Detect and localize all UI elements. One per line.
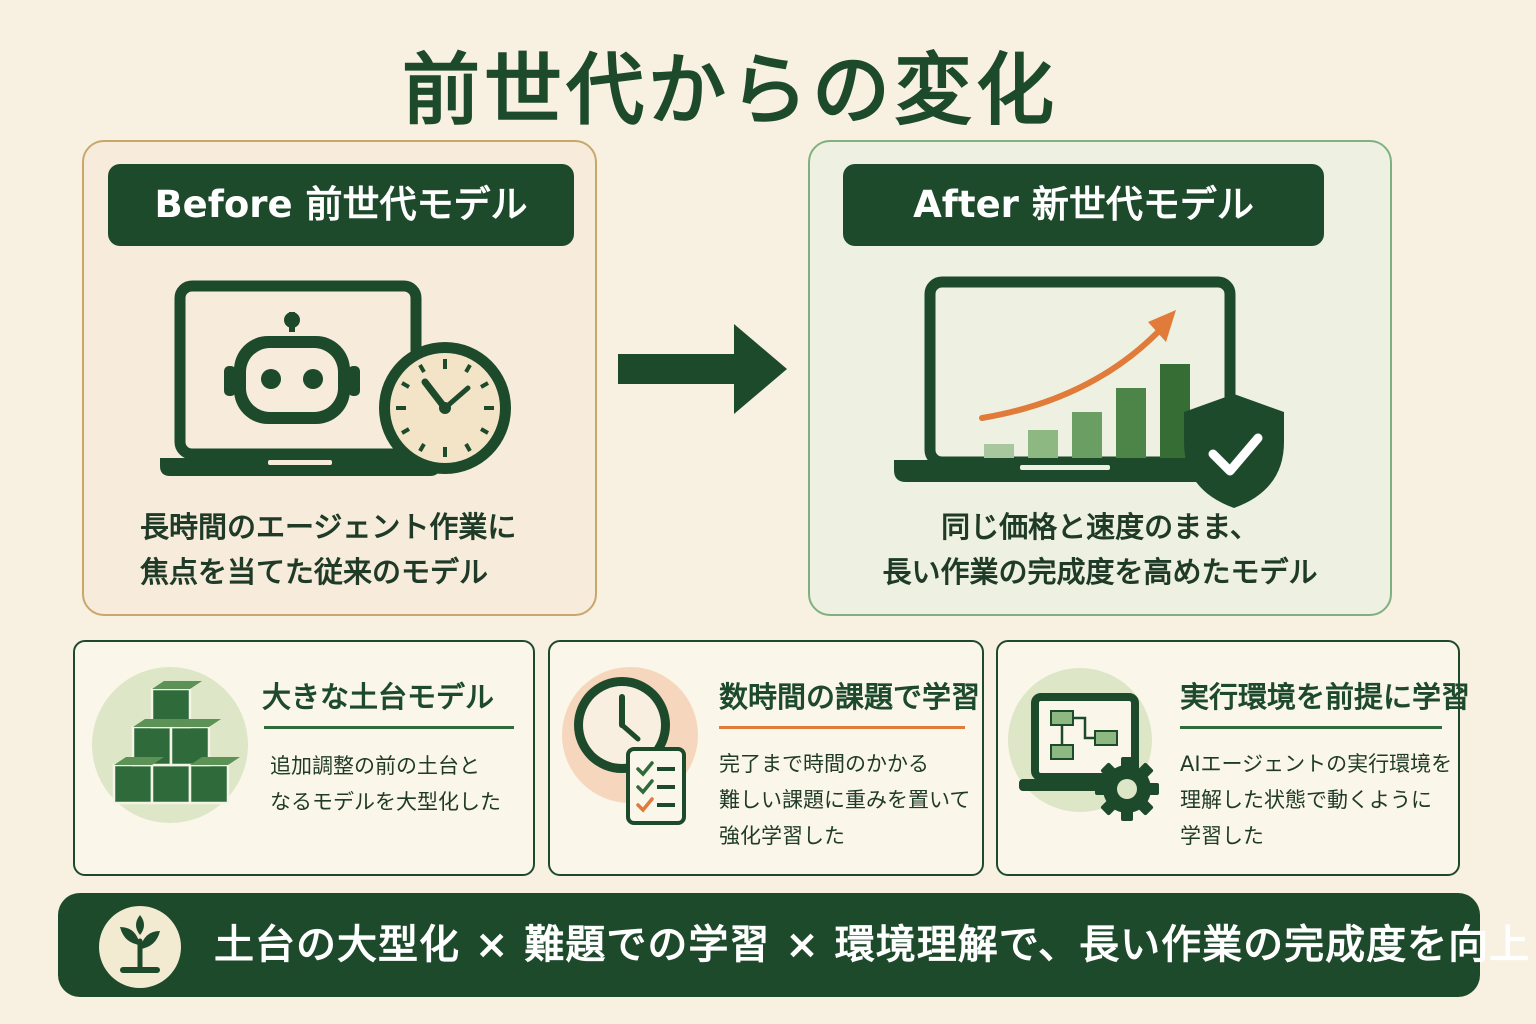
before-description-line2: 焦点を当てた従来のモデル	[140, 555, 489, 589]
card-title-base-model: 大きな土台モデル	[262, 680, 495, 714]
card-body-line: 理解した状態で動くように	[1180, 788, 1432, 812]
summary-banner	[58, 893, 1480, 997]
card-rule-base-model	[264, 726, 514, 729]
card-rule-environment	[1180, 726, 1442, 729]
before-description-line1: 長時間のエージェント作業に	[140, 510, 517, 544]
card-title-long-tasks: 数時間の課題で学習	[719, 680, 981, 714]
sprout-icon	[99, 906, 181, 988]
clock-checklist-icon	[562, 667, 698, 825]
card-body-line: 学習した	[1180, 824, 1264, 848]
summary-text: 土台の大型化 × 難題での学習 × 環境理解で、長い作業の完成度を向上	[214, 922, 1531, 968]
shield-check-icon	[1184, 394, 1284, 508]
laptop-icon	[894, 276, 1246, 482]
clock-icon	[379, 342, 511, 474]
after-illustration	[894, 276, 1284, 508]
card-body-line: AIエージェントの実行環境を	[1180, 752, 1453, 776]
robot-icon	[224, 312, 360, 424]
arrow-right-icon	[618, 324, 787, 414]
before-badge: Before 前世代モデル	[108, 164, 574, 246]
card-body-line: 難しい課題に重みを置いて	[719, 788, 971, 812]
stacked-cubes-icon	[92, 667, 248, 823]
growth-chart-icon	[979, 310, 1190, 458]
laptop-flow-gear-icon	[1008, 668, 1159, 821]
card-body-line: なるモデルを大型化した	[270, 790, 501, 814]
after-description-line1: 同じ価格と速度のまま、	[941, 510, 1259, 544]
card-body-line: 強化学習した	[719, 824, 845, 848]
card-body-line: 追加調整の前の土台と	[270, 754, 480, 778]
card-body-line: 完了まで時間のかかる	[719, 752, 929, 776]
card-title-environment: 実行環境を前提に学習	[1180, 680, 1471, 714]
page-title: 前世代からの変化	[401, 46, 1058, 136]
card-rule-long-tasks	[719, 726, 965, 729]
after-badge: After 新世代モデル	[843, 164, 1324, 246]
before-illustration	[160, 280, 511, 476]
after-description-line2: 長い作業の完成度を高めたモデル	[882, 555, 1318, 589]
